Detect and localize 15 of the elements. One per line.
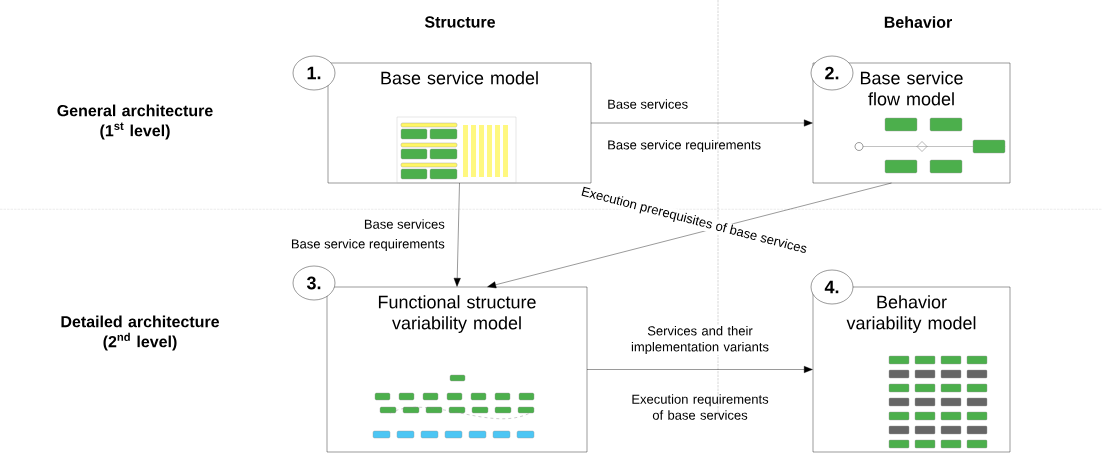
row-heading: General architecture (1$^{st}$ level) xyxy=(57,104,213,140)
edge-label: Base services xyxy=(608,99,688,109)
flow-note: Base service requirements xyxy=(291,238,445,252)
arrow xyxy=(586,366,813,373)
arrow xyxy=(453,182,461,287)
flow-note: Base service requirements xyxy=(608,139,761,153)
arrow xyxy=(590,119,813,127)
column-heading: Structure xyxy=(424,16,495,28)
row-heading: Detailed architecture (2$^{nd}$ level) xyxy=(61,315,219,351)
model-box: Functional structure variability model xyxy=(326,286,588,453)
flow-note: Execution requirements of base services xyxy=(632,394,769,420)
edge-label: Base services xyxy=(364,219,445,229)
arrow xyxy=(487,182,892,289)
column-heading: Behavior xyxy=(884,16,952,28)
edge-label: Services and their implementation variants xyxy=(631,325,769,355)
